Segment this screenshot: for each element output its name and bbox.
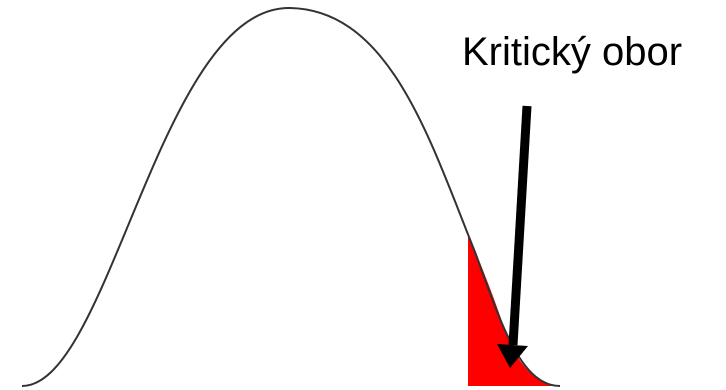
critical-region-label: Kritický obor [462,30,683,74]
critical-region [468,233,560,386]
arrow-head [497,344,528,368]
bell-curve [21,6,561,387]
arrow-shaft [508,105,532,346]
